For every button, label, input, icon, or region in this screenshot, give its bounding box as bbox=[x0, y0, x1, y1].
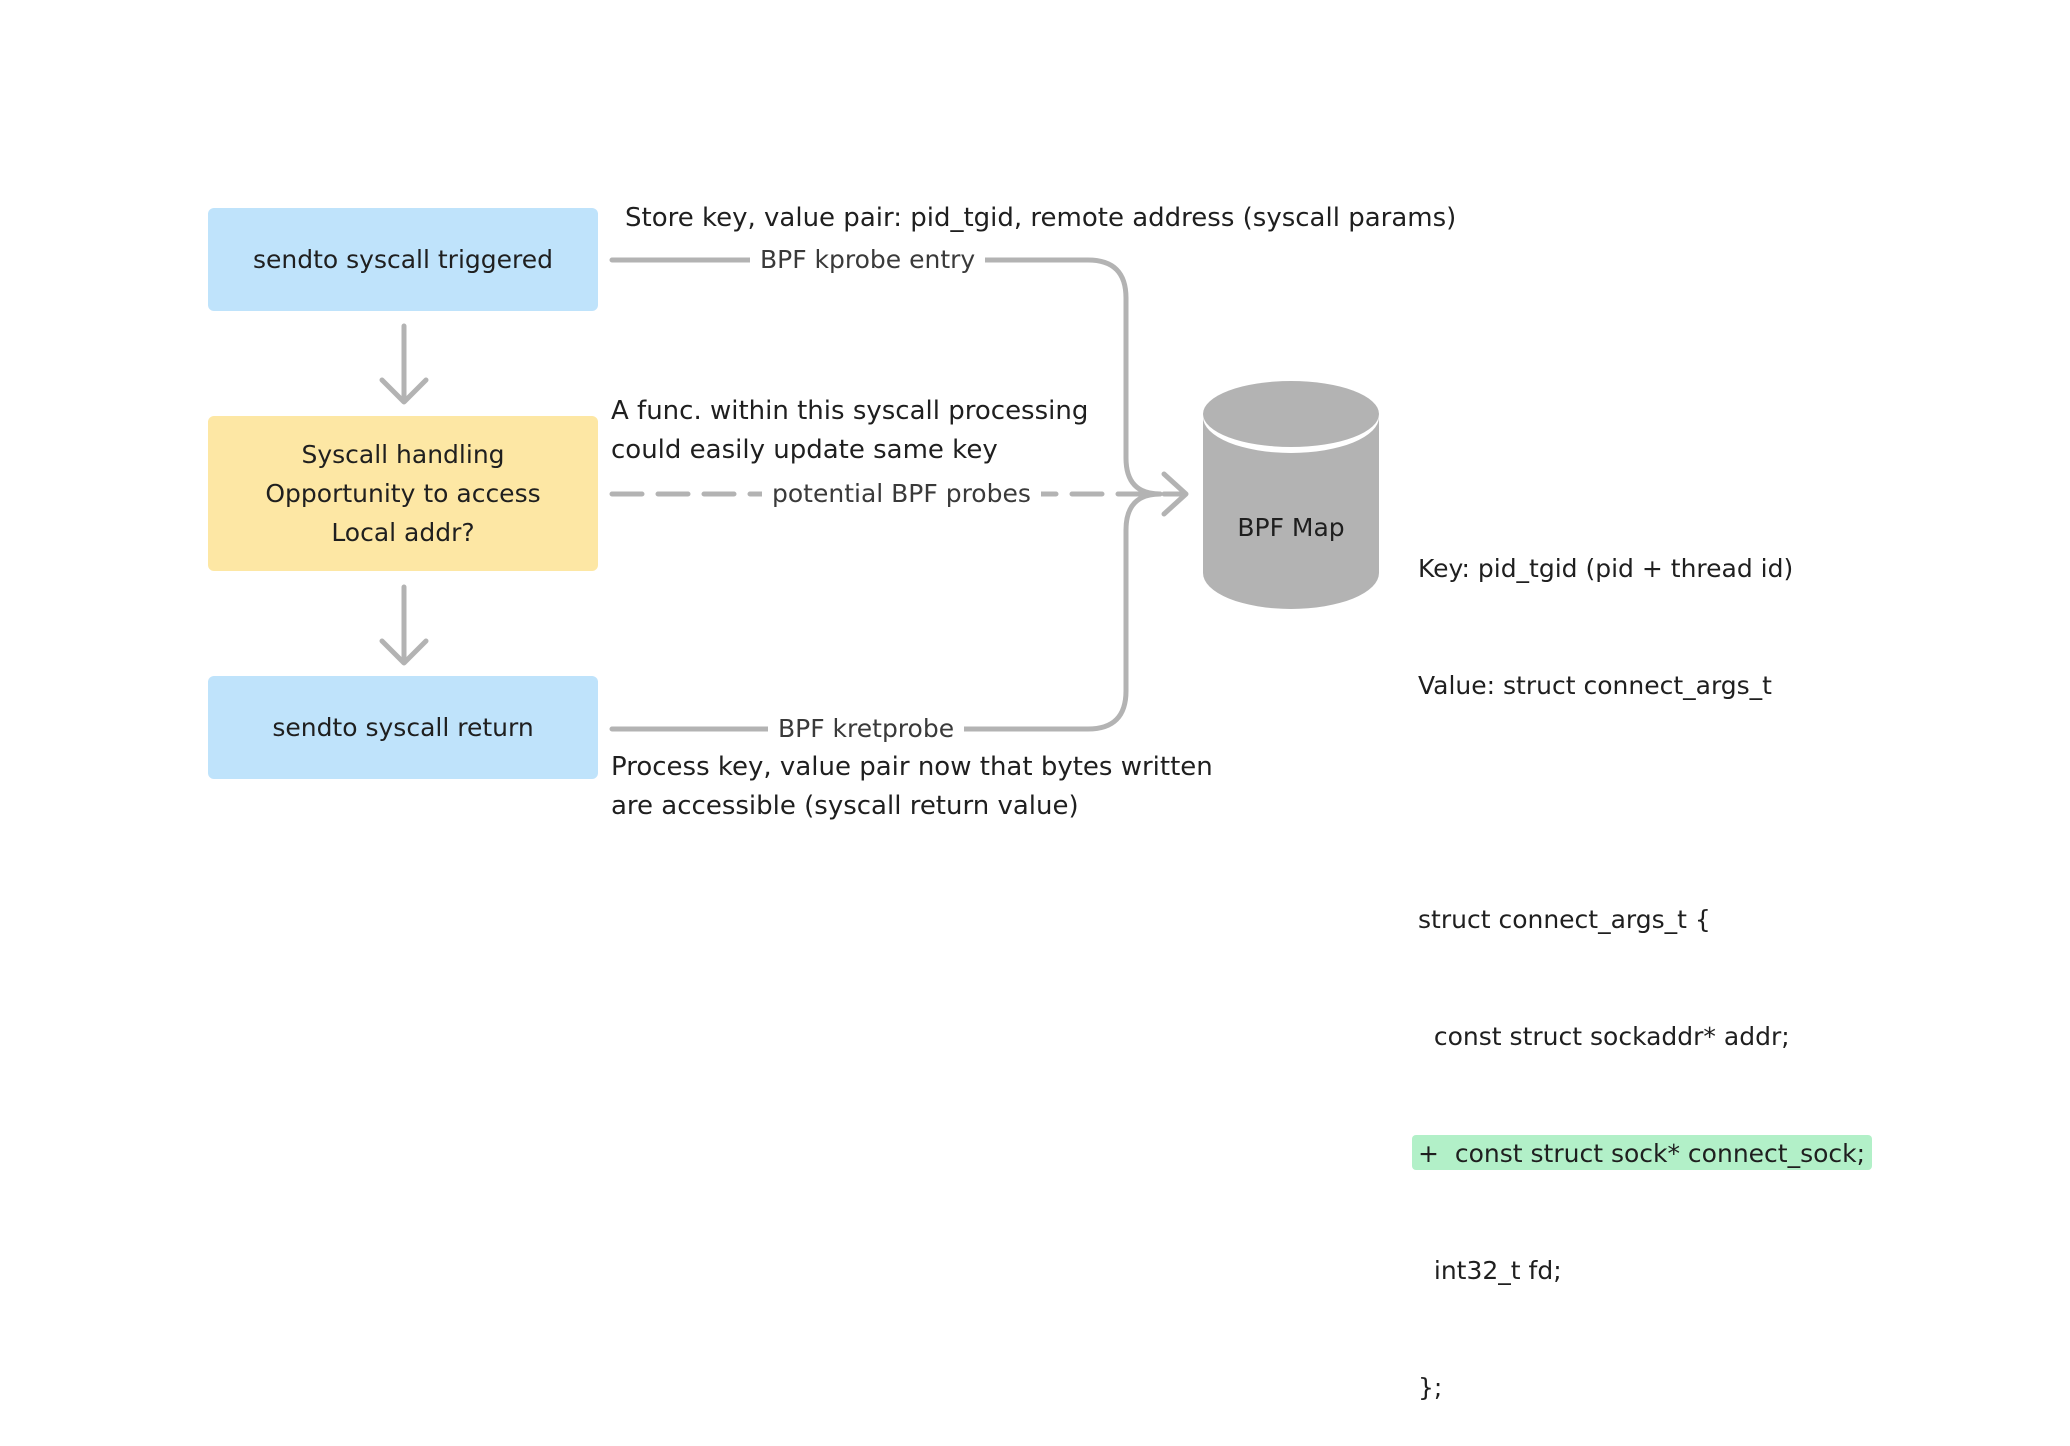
edge-label-kretprobe: BPF kretprobe bbox=[768, 713, 965, 745]
code-line-addr: const struct sockaddr* addr; bbox=[1418, 1022, 1790, 1051]
code-line-struct-open: struct connect_args_t { bbox=[1418, 905, 1711, 934]
node-label: sendto syscall return bbox=[272, 713, 534, 742]
node-sendto-syscall-return: sendto syscall return bbox=[208, 676, 598, 779]
map-value-line: Value: struct connect_args_t bbox=[1418, 671, 1772, 700]
node-sendto-syscall-triggered: sendto syscall triggered bbox=[208, 208, 598, 311]
node-syscall-handling: Syscall handling Opportunity to access L… bbox=[208, 416, 598, 571]
arrowhead-into-map bbox=[1161, 471, 1189, 517]
note-store-key-value: Store key, value pair: pid_tgid, remote … bbox=[625, 203, 1457, 233]
blank-line bbox=[1418, 783, 1865, 822]
note-process-key-value: Process key, value pair now that bytes w… bbox=[611, 748, 1213, 826]
connector-kprobe bbox=[609, 257, 1163, 497]
note-func-within-syscall: A func. within this syscall processing c… bbox=[611, 392, 1088, 470]
code-line-fd: int32_t fd; bbox=[1418, 1256, 1562, 1285]
map-key-line: Key: pid_tgid (pid + thread id) bbox=[1418, 554, 1794, 583]
note-line-1: A func. within this syscall processing bbox=[611, 396, 1089, 426]
node-label-line-1: Syscall handling bbox=[301, 440, 505, 469]
arrow-trigger-to-handling bbox=[379, 323, 429, 405]
note-line-1: Process key, value pair now that bytes w… bbox=[611, 752, 1213, 782]
note-line-2: are accessible (syscall return value) bbox=[611, 791, 1079, 821]
diagram-canvas bbox=[379, 257, 1379, 732]
node-label: sendto syscall triggered bbox=[252, 245, 554, 274]
node-label-line-3: Local addr? bbox=[331, 518, 475, 547]
code-line-struct-close: }; bbox=[1418, 1373, 1443, 1402]
connector-kretprobe bbox=[609, 491, 1163, 732]
note-line-2: could easily update same key bbox=[611, 435, 998, 465]
bpf-map-label: BPF Map bbox=[1237, 513, 1345, 542]
edge-label-potential-probes: potential BPF probes bbox=[762, 478, 1041, 510]
arrow-handling-to-return bbox=[379, 584, 429, 666]
edge-label-kprobe-entry: BPF kprobe entry bbox=[750, 244, 986, 276]
node-label-line-2: Opportunity to access bbox=[265, 479, 541, 508]
struct-description: Key: pid_tgid (pid + thread id) Value: s… bbox=[1411, 471, 1873, 1446]
code-line-added-connect-sock: + const struct sock* connect_sock; bbox=[1411, 1134, 1873, 1173]
bpf-map-cylinder-icon bbox=[1203, 381, 1379, 609]
